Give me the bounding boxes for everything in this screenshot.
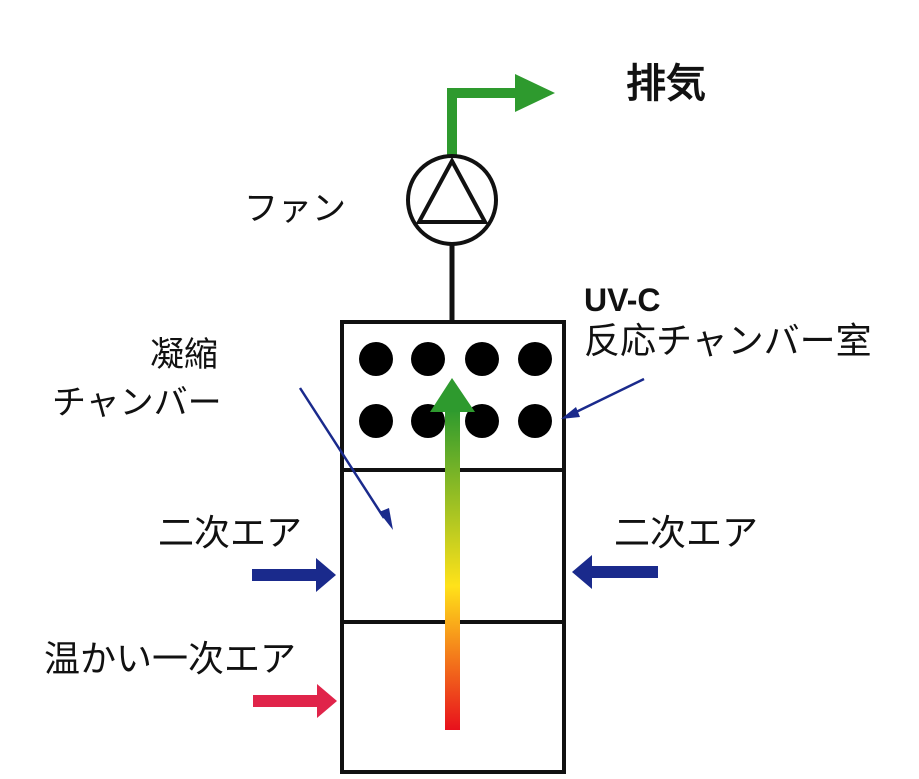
uv-lamp-icon [465,342,499,376]
uv-lamp-icon [411,342,445,376]
fan-label: ファン [244,189,346,229]
uvc-pointer [561,377,645,419]
warm-primary-air-label: 温かい一次エア [44,639,297,680]
secondary-air-label-left: 二次エア [158,513,303,554]
uv-lamp-icon [465,404,499,438]
uv-lamp-icon [518,342,552,376]
secondary-air-arrow-left [252,558,336,592]
condensation-label-line1: 凝縮 [150,335,218,375]
uvc-chamber-label: 反応チャンバー室 [584,321,872,362]
condensation-pointer [298,387,393,530]
primary-air-arrow [253,684,337,718]
uv-lamp-icon [411,404,445,438]
uv-lamp-array [359,342,552,438]
exhaust-label: 排気 [626,61,706,107]
uv-lamp-icon [359,342,393,376]
uv-lamp-icon [359,404,393,438]
fan-icon [406,154,498,246]
secondary-air-label-right: 二次エア [614,513,759,554]
uvc-label: UV-C [584,282,661,318]
secondary-air-arrow-right [572,555,658,589]
exhaust-arrow [447,74,555,160]
uv-lamp-icon [518,404,552,438]
airflow-arrow [430,378,475,730]
condensation-label-line2: チャンバー [52,383,222,423]
